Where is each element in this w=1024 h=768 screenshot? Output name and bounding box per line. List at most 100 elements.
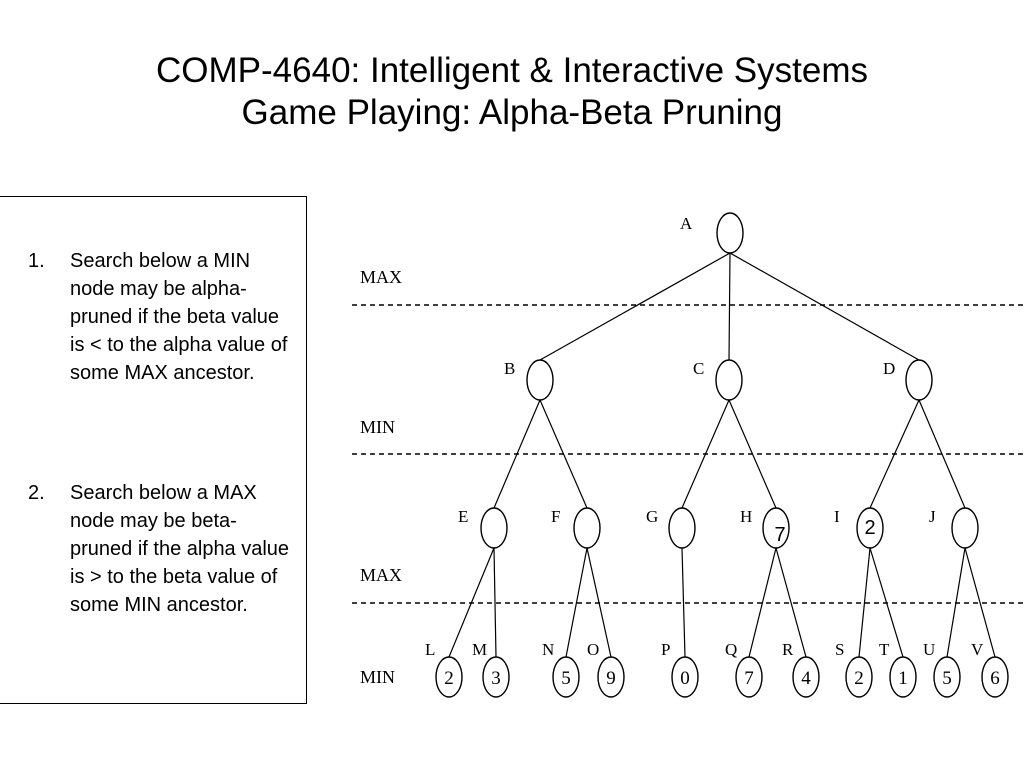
topic-title: Game Playing: Alpha-Beta Pruning bbox=[241, 93, 783, 132]
node-label: M bbox=[472, 640, 487, 659]
node-label: N bbox=[542, 640, 554, 659]
node-label: G bbox=[646, 507, 658, 526]
edge-j-v bbox=[964, 547, 996, 658]
slide-title: COMP-4640: Intelligent & Interactive Sys… bbox=[0, 50, 1024, 134]
node-label: E bbox=[458, 507, 468, 526]
backed-up-value: 2 bbox=[864, 517, 875, 539]
leaf-value: 3 bbox=[491, 668, 501, 689]
edge-g-p bbox=[681, 547, 686, 658]
edge-i-t bbox=[869, 547, 904, 658]
leaf-value: 4 bbox=[801, 668, 811, 689]
edge-a-b bbox=[539, 252, 731, 361]
node-label: R bbox=[782, 640, 794, 659]
edge-d-j bbox=[918, 399, 966, 509]
node-e: E bbox=[458, 507, 508, 549]
edge-f-o bbox=[586, 547, 612, 658]
node-label: C bbox=[693, 359, 704, 378]
node-label: Q bbox=[725, 640, 737, 659]
edge-a-d bbox=[729, 252, 920, 361]
node-b: B bbox=[504, 359, 554, 401]
node-shape bbox=[435, 656, 463, 698]
node-shape bbox=[792, 656, 820, 698]
node-a: A bbox=[680, 212, 744, 254]
level-label-max: MAX bbox=[360, 267, 402, 287]
node-label: O bbox=[587, 640, 599, 659]
leaf-value: 1 bbox=[898, 668, 908, 689]
node-p: P0 bbox=[661, 640, 699, 698]
node-label: J bbox=[929, 507, 936, 526]
rule-number: 2. bbox=[28, 482, 45, 504]
edge-j-u bbox=[946, 547, 966, 658]
edge-c-g bbox=[681, 399, 730, 509]
node-shape bbox=[482, 656, 510, 698]
edge-d-i bbox=[869, 399, 920, 509]
rule-text: Search below a MAX node may be beta-prun… bbox=[70, 482, 290, 616]
node-shape bbox=[951, 507, 979, 549]
node-r: R4 bbox=[782, 640, 820, 698]
node-t: T1 bbox=[879, 640, 917, 698]
edge-e-m bbox=[493, 547, 497, 658]
node-label: B bbox=[504, 359, 515, 378]
node-shape bbox=[856, 507, 884, 549]
node-i: I2 bbox=[834, 507, 884, 549]
edge-c-h bbox=[728, 399, 777, 509]
leaf-value: 9 bbox=[606, 668, 616, 689]
level-label-max: MAX bbox=[360, 565, 402, 585]
node-l: L2 bbox=[425, 640, 463, 698]
node-v: V6 bbox=[971, 640, 1009, 698]
node-shape bbox=[668, 507, 696, 549]
node-s: S2 bbox=[835, 640, 873, 698]
node-shape bbox=[480, 507, 508, 549]
node-d: D bbox=[883, 359, 933, 401]
node-shape bbox=[716, 212, 744, 254]
edge-h-q bbox=[748, 547, 777, 658]
node-shape bbox=[933, 656, 961, 698]
node-m: M3 bbox=[472, 640, 510, 698]
node-label: U bbox=[923, 640, 935, 659]
node-shape bbox=[526, 359, 554, 401]
node-label: V bbox=[971, 640, 984, 659]
course-title: COMP-4640: Intelligent & Interactive Sys… bbox=[156, 51, 868, 90]
node-label: F bbox=[551, 507, 560, 526]
node-shape bbox=[762, 507, 790, 549]
leaf-value: 7 bbox=[744, 668, 754, 689]
edge-e-l bbox=[448, 547, 495, 658]
leaf-value: 5 bbox=[561, 668, 571, 689]
edge-h-r bbox=[775, 547, 807, 658]
leaf-value: 2 bbox=[854, 668, 864, 689]
node-shape bbox=[735, 656, 763, 698]
node-shape bbox=[905, 359, 933, 401]
edge-b-f bbox=[539, 399, 588, 509]
node-shape bbox=[845, 656, 873, 698]
backed-up-value: 7 bbox=[774, 524, 785, 546]
node-shape bbox=[981, 656, 1009, 698]
node-shape bbox=[889, 656, 917, 698]
node-h: H7 bbox=[740, 507, 790, 549]
tree-edges bbox=[448, 252, 996, 658]
rule-number: 1. bbox=[28, 250, 45, 272]
edge-f-n bbox=[565, 547, 588, 658]
node-label: L bbox=[425, 640, 435, 659]
node-j: J bbox=[929, 507, 979, 549]
node-label: A bbox=[680, 214, 693, 233]
node-label: H bbox=[740, 507, 752, 526]
leaf-value: 0 bbox=[680, 668, 690, 689]
node-label: T bbox=[879, 640, 890, 659]
leaf-value: 5 bbox=[942, 668, 952, 689]
node-g: G bbox=[646, 507, 696, 549]
node-q: Q7 bbox=[725, 640, 763, 698]
level-label-min: MIN bbox=[360, 417, 395, 437]
edge-i-s bbox=[858, 547, 871, 658]
node-shape bbox=[671, 656, 699, 698]
rules-text-box: 1. Search below a MIN node may be alpha-… bbox=[0, 196, 307, 704]
node-label: D bbox=[883, 359, 895, 378]
node-label: S bbox=[835, 640, 844, 659]
node-shape bbox=[715, 359, 743, 401]
node-u: U5 bbox=[923, 640, 961, 698]
level-separators bbox=[352, 304, 1024, 604]
leaf-value: 2 bbox=[444, 668, 454, 689]
